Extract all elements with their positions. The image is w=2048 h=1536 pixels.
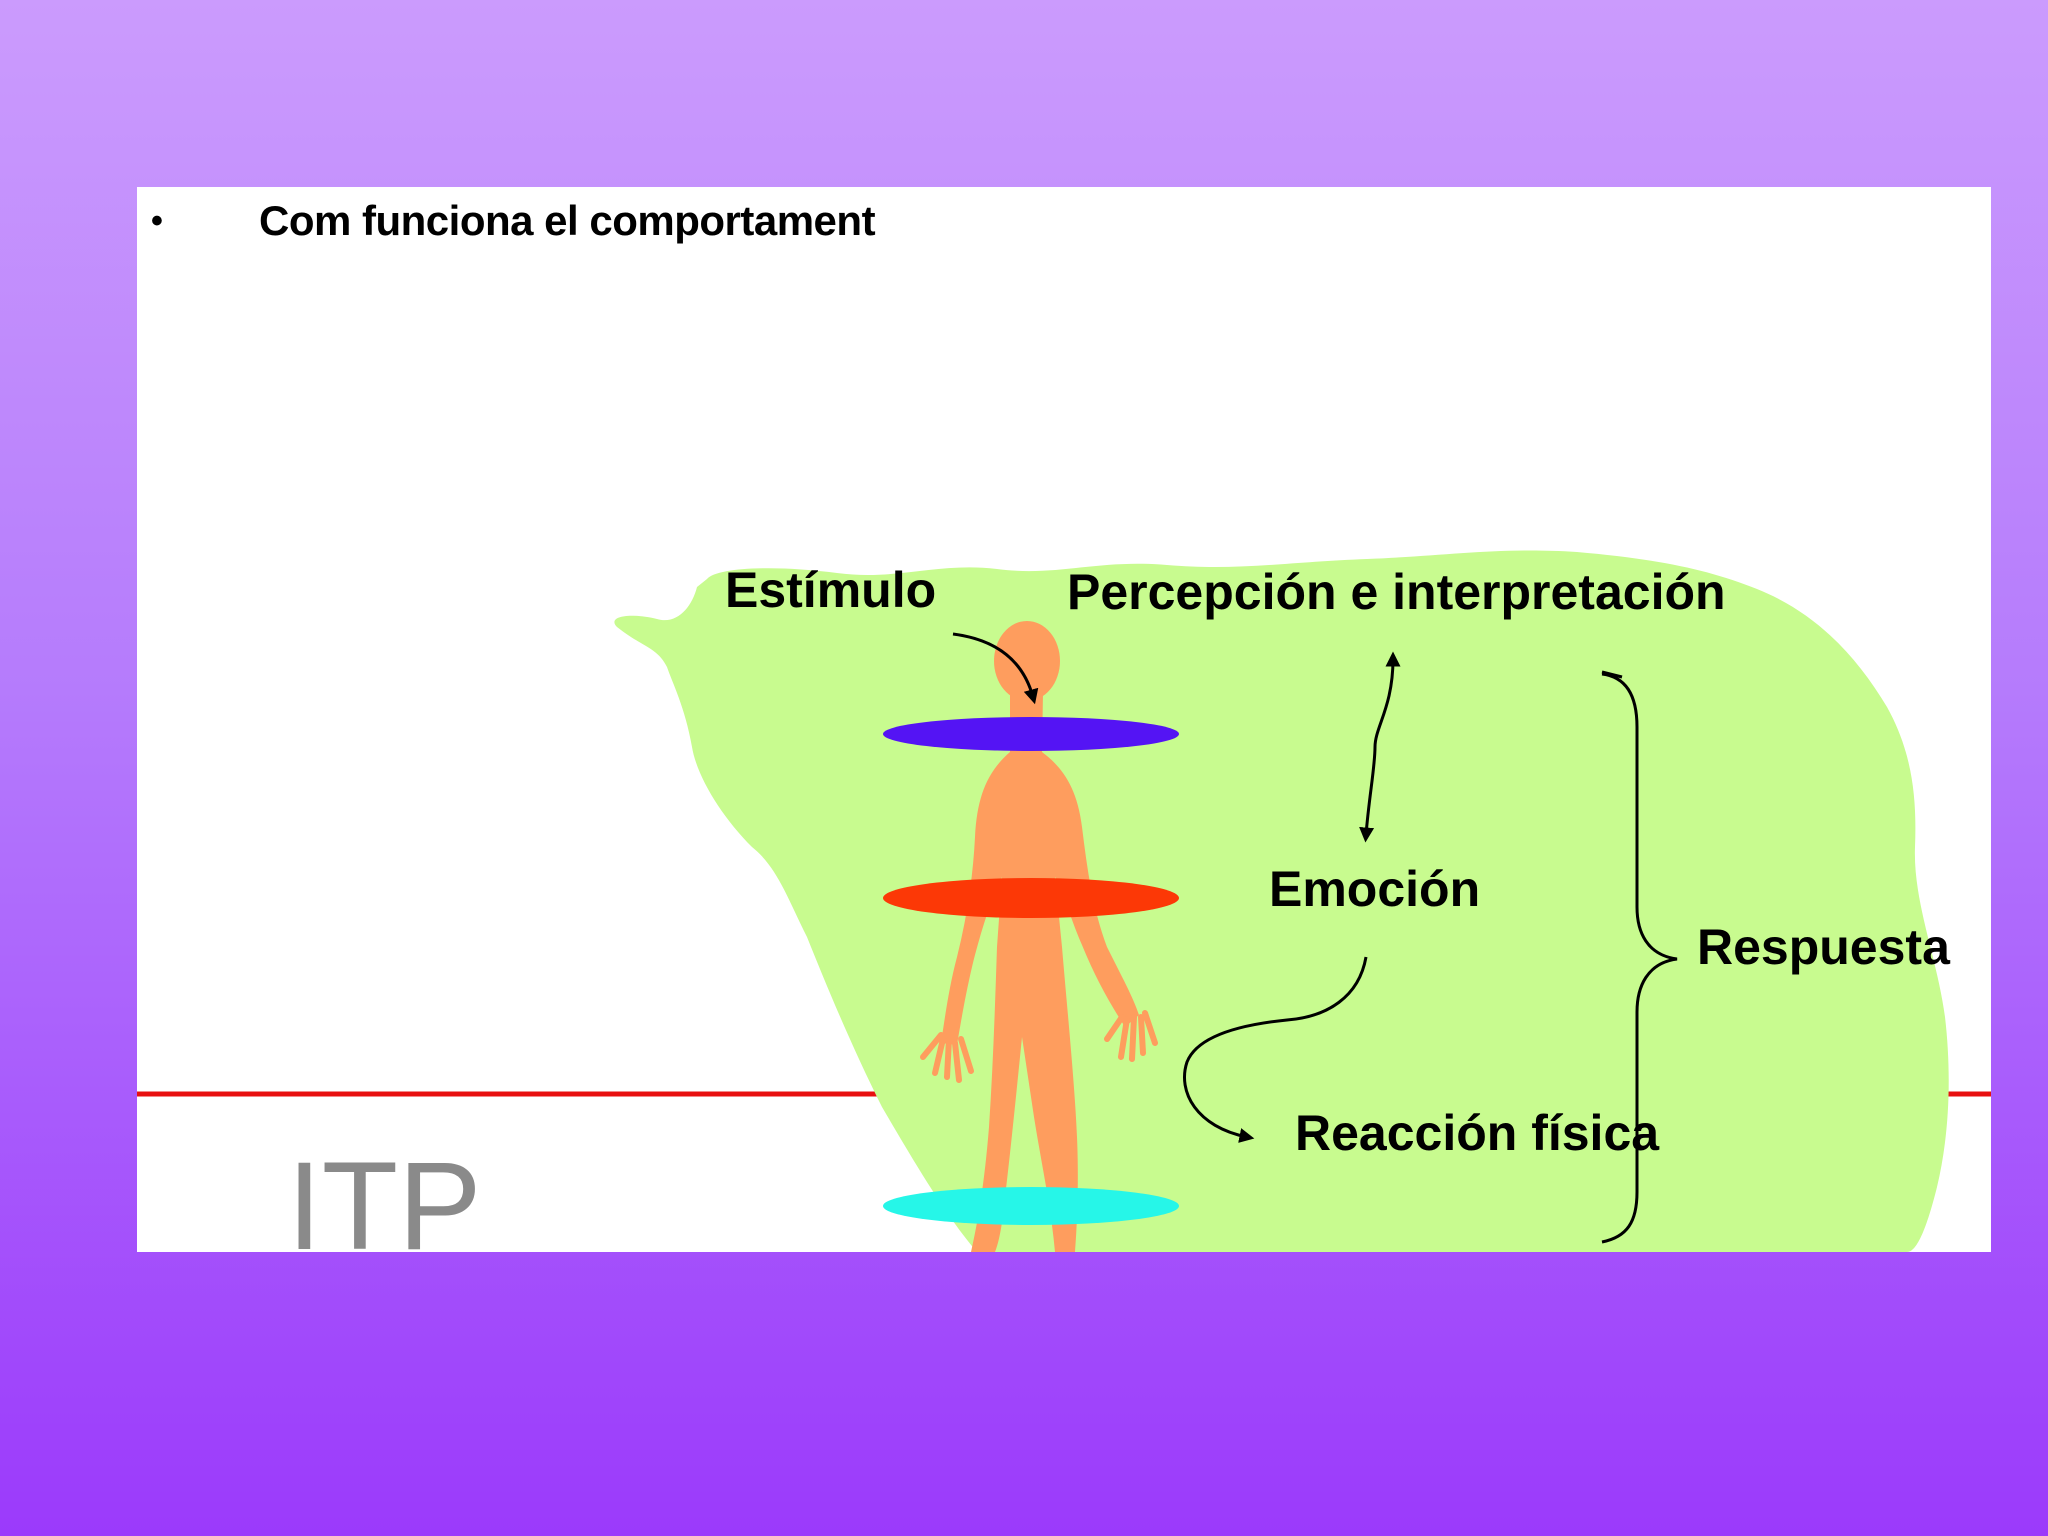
slide-canvas: ITP Estímulo Percepción e interpretación… (137, 187, 1991, 1252)
label-perception: Percepción e interpretación (1067, 564, 1726, 620)
response-brace-tip (1601, 670, 1623, 679)
foot-ring (883, 1187, 1179, 1225)
response-brace (1601, 672, 1678, 1244)
behavior-diagram: ITP Estímulo Percepción e interpretación… (137, 550, 1991, 1252)
human-figure-icon (920, 621, 1158, 1252)
label-physical-reaction: Reacción física (1295, 1105, 1660, 1161)
bullet-point: • (151, 202, 163, 240)
arrow-perception-emotion (1359, 651, 1401, 843)
heading-row: • Com funciona el comportament (137, 187, 1037, 257)
label-stimulus: Estímulo (725, 562, 936, 618)
itp-logo-text: ITP (287, 1137, 481, 1252)
label-emotion: Emoción (1269, 861, 1480, 917)
arrow-emotion-to-reaction (1183, 956, 1368, 1143)
arrow-stimulus-to-head (952, 632, 1039, 705)
chest-ring (883, 878, 1179, 918)
label-response: Respuesta (1697, 919, 1951, 975)
head-ring (883, 717, 1179, 751)
slide-heading: Com funciona el comportament (259, 197, 876, 244)
